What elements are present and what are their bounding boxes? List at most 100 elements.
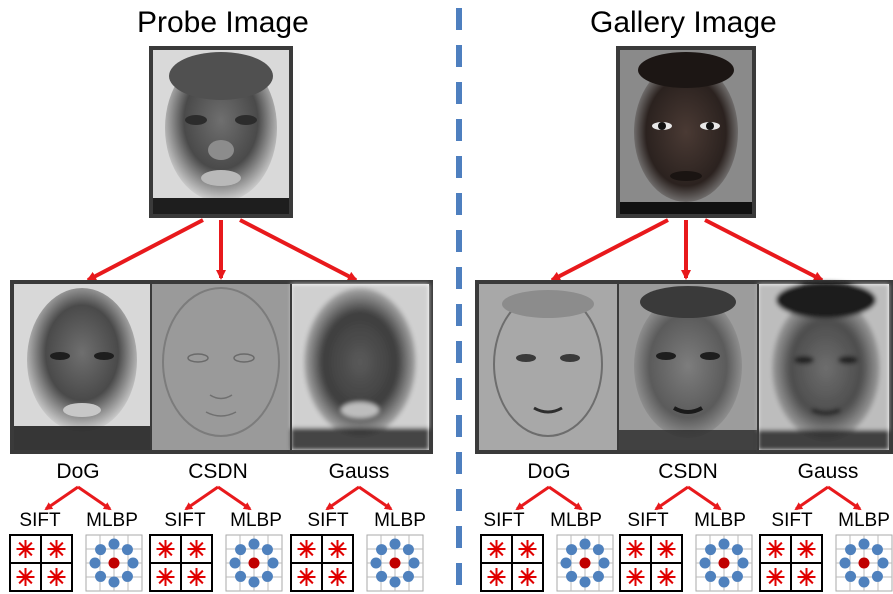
probe-gauss-arrow-mlbp xyxy=(358,485,393,511)
probe-csdn-mlbp-dot-4 xyxy=(229,557,241,569)
probe-gauss-mlbp-dot-1 xyxy=(402,570,414,582)
gallery-dog-arrow-mlbp xyxy=(548,485,583,511)
gallery-gauss-mlbp-dot-6 xyxy=(858,538,870,550)
probe-csdn-mlbp-dot-5 xyxy=(235,544,247,556)
probe-dog-mlbp-center xyxy=(108,557,120,569)
probe-dog-mlbp-label: MLBP xyxy=(86,510,138,531)
probe-dog-sift-label: SIFT xyxy=(19,510,61,531)
probe-arrow-dog xyxy=(86,218,204,282)
probe-dog-sift-star-3 xyxy=(47,568,66,586)
gallery-csdn-mlbp-center xyxy=(718,557,730,569)
probe-csdn-mlbp-center xyxy=(248,557,260,569)
gallery-csdn-mlbp-dot-3 xyxy=(705,570,717,582)
gallery-gauss-sift-star-2 xyxy=(766,568,785,586)
gallery-arrow-gauss xyxy=(704,218,824,282)
gallery-filter-label-gauss: Gauss xyxy=(797,460,859,483)
probe-arrow-gauss xyxy=(239,218,358,282)
gallery-gauss-sift-label: SIFT xyxy=(771,510,813,531)
probe-csdn-mlbp-dot-1 xyxy=(261,570,273,582)
gallery-gauss-mlbp-center xyxy=(858,557,870,569)
probe-dog-mlbp-dot-5 xyxy=(95,544,107,556)
gallery-dog-mlbp-dot-2 xyxy=(579,576,591,588)
probe-csdn-image xyxy=(151,284,291,450)
gallery-dog-sift-star-0 xyxy=(487,540,506,558)
probe-dog-mlbp-dot-1 xyxy=(121,570,133,582)
gallery-dog-arrow-sift xyxy=(515,485,550,511)
gallery-title: Gallery Image xyxy=(590,6,777,39)
probe-dog-arrow-sift xyxy=(44,485,79,511)
gallery-filter-label-dog: DoG xyxy=(527,460,571,483)
gallery-csdn-mlbp-dot-7 xyxy=(731,544,743,556)
gallery-csdn-arrow-sift xyxy=(654,485,689,511)
probe-source-image xyxy=(149,46,293,218)
gallery-gauss-image xyxy=(758,282,889,450)
probe-csdn-arrow-sift xyxy=(184,485,219,511)
gallery-csdn-mlbp-label: MLBP xyxy=(694,510,746,531)
gallery-filter-label-csdn: CSDN xyxy=(658,460,718,483)
probe-title: Probe Image xyxy=(137,6,309,39)
probe-dog-mlbp-dot-7 xyxy=(121,544,133,556)
gallery-dog-mlbp-center xyxy=(579,557,591,569)
probe-gauss-sift-label: SIFT xyxy=(307,510,349,531)
probe-dog-sift-star-0 xyxy=(16,540,35,558)
gallery-csdn-mlbp-dot-5 xyxy=(705,544,717,556)
probe-filter-label-csdn: CSDN xyxy=(188,460,248,483)
probe-dog-mlbp-dot-0 xyxy=(127,557,139,569)
probe-csdn-arrow-mlbp xyxy=(217,485,252,511)
gallery-dog-image xyxy=(479,284,618,450)
probe-dog-mlbp-dot-3 xyxy=(95,570,107,582)
gallery-dog-mlbp-dot-6 xyxy=(579,538,591,550)
probe-filter-label-gauss: Gauss xyxy=(328,460,390,483)
gallery-csdn-arrow-mlbp xyxy=(687,485,722,511)
gallery-gauss-mlbp-dot-1 xyxy=(871,570,883,582)
gallery-csdn-mlbp-dot-1 xyxy=(731,570,743,582)
probe-csdn-mlbp-dot-3 xyxy=(235,570,247,582)
probe-csdn-mlbp-dot-6 xyxy=(248,538,260,550)
probe-csdn-sift-star-2 xyxy=(156,568,175,586)
gallery-csdn-mlbp-dot-6 xyxy=(718,538,730,550)
gallery-csdn-sift-star-0 xyxy=(626,540,645,558)
probe-gauss-image xyxy=(291,284,429,450)
gallery-dog-mlbp-dot-1 xyxy=(592,570,604,582)
gallery-dog-mlbp-label: MLBP xyxy=(550,510,602,531)
gallery-gauss-mlbp-dot-5 xyxy=(845,544,857,556)
gallery-csdn-sift-star-1 xyxy=(657,540,676,558)
gallery-dog-sift-star-2 xyxy=(487,568,506,586)
probe-csdn-mlbp-dot-2 xyxy=(248,576,260,588)
probe-filtered-images xyxy=(10,280,433,454)
gallery-csdn-sift-star-3 xyxy=(657,568,676,586)
probe-gauss-mlbp-dot-2 xyxy=(389,576,401,588)
descriptor-layer xyxy=(9,485,893,592)
gallery-csdn-image xyxy=(618,284,758,450)
probe-dog-arrow-mlbp xyxy=(77,485,112,511)
probe-gauss-mlbp-dot-7 xyxy=(402,544,414,556)
gallery-csdn-sift-label: SIFT xyxy=(627,510,669,531)
gallery-gauss-mlbp-label: MLBP xyxy=(838,510,890,531)
gallery-gauss-arrow-mlbp xyxy=(827,485,862,511)
probe-csdn-mlbp-dot-0 xyxy=(267,557,279,569)
gallery-dog-mlbp-dot-4 xyxy=(560,557,572,569)
probe-gauss-sift-star-2 xyxy=(297,568,316,586)
probe-gauss-sift-star-3 xyxy=(328,568,347,586)
probe-csdn-mlbp-label: MLBP xyxy=(230,510,282,531)
gallery-dog-mlbp-dot-3 xyxy=(566,570,578,582)
probe-filter-label-dog: DoG xyxy=(56,460,100,483)
probe-dog-mlbp-dot-4 xyxy=(89,557,101,569)
gallery-dog-mlbp-dot-0 xyxy=(598,557,610,569)
probe-csdn-sift-star-0 xyxy=(156,540,175,558)
probe-dog-mlbp-dot-2 xyxy=(108,576,120,588)
gallery-csdn-mlbp-dot-0 xyxy=(737,557,749,569)
probe-gauss-mlbp-dot-0 xyxy=(408,557,420,569)
probe-dog-sift-star-2 xyxy=(16,568,35,586)
probe-csdn-sift-star-3 xyxy=(187,568,206,586)
gallery-gauss-sift-star-0 xyxy=(766,540,785,558)
probe-gauss-mlbp-dot-3 xyxy=(376,570,388,582)
probe-csdn-sift-star-1 xyxy=(187,540,206,558)
gallery-gauss-sift-star-3 xyxy=(797,568,816,586)
probe-csdn-sift-label: SIFT xyxy=(164,510,206,531)
gallery-gauss-mlbp-dot-3 xyxy=(845,570,857,582)
gallery-source-image xyxy=(616,46,756,218)
gallery-dog-sift-star-1 xyxy=(518,540,537,558)
gallery-gauss-mlbp-dot-4 xyxy=(839,557,851,569)
